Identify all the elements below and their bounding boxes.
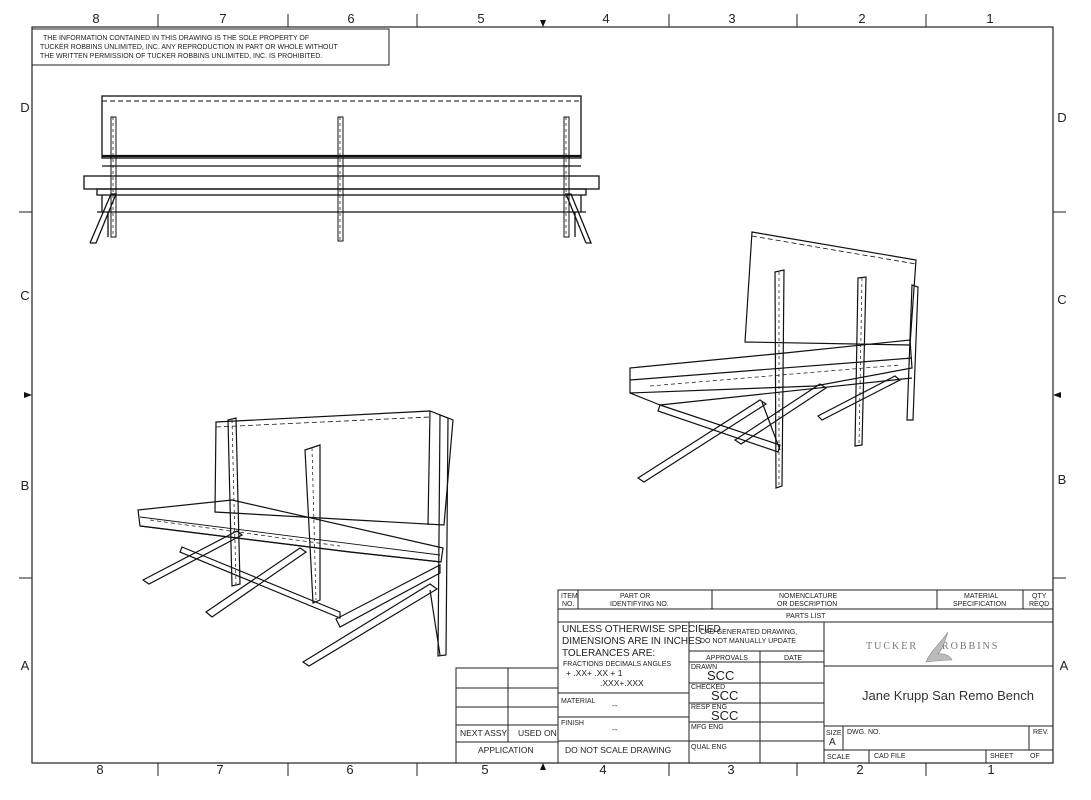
zone-row-c-right: C: [1057, 292, 1066, 307]
tolerance-headers: FRACTIONS DECIMALS ANGLES: [563, 661, 671, 668]
finish-value: --: [612, 724, 618, 734]
zone-col-6-bottom: 6: [346, 762, 353, 777]
drawing-title: Jane Krupp San Remo Bench: [862, 688, 1034, 703]
size-value: A: [829, 737, 836, 748]
logo-text-left: TUCKER: [866, 641, 918, 652]
parts-qty: QTY: [1032, 593, 1047, 600]
zone-col-8-bottom: 8: [96, 762, 103, 777]
of-label: OF: [1030, 753, 1040, 760]
drawn-label: DRAWN: [691, 664, 717, 671]
parts-part-or: PART OR: [620, 593, 650, 600]
drawn-value: SCC: [707, 668, 734, 683]
notice-line-3: THE WRITTEN PERMISSION OF TUCKER ROBBINS…: [40, 53, 322, 60]
bench-iso-view-left: [137, 410, 454, 667]
tolerance-values-2: .XXX+.XXX: [600, 678, 644, 688]
sheet-label: SHEET: [990, 753, 1014, 760]
parts-list-title: PARTS LIST: [786, 613, 826, 620]
tolerance-line-3: TOLERANCES ARE:: [562, 648, 655, 659]
zone-ticks: [19, 14, 1066, 776]
mfg-eng-label: MFG ENG: [691, 724, 724, 731]
material-value: --: [612, 700, 618, 710]
proprietary-notice: THE INFORMATION CONTAINED IN THIS DRAWIN…: [31, 28, 390, 66]
bench-iso-view-right: [629, 231, 919, 489]
zone-row-d-left: D: [20, 100, 29, 115]
tolerance-line-2: DIMENSIONS ARE IN INCHES: [562, 636, 702, 647]
cad-note-1: CAD GENERATED DRAWING,: [700, 629, 797, 636]
zone-col-3-bottom: 3: [727, 762, 734, 777]
logo-text-right: ROBBINS: [942, 641, 999, 652]
zone-row-d-right: D: [1057, 110, 1066, 125]
material-label: MATERIAL: [561, 698, 596, 705]
zone-col-7-bottom: 7: [216, 762, 223, 777]
zone-col-2-bottom: 2: [856, 762, 863, 777]
title-block-grid: [557, 621, 1054, 764]
cad-note-2: DO NOT MANUALLY UPDATE: [700, 638, 796, 645]
zone-col-3-top: 3: [728, 11, 735, 26]
tolerance-line-1: UNLESS OTHERWISE SPECIFIED: [562, 624, 721, 635]
parts-or-description: OR DESCRIPTION: [777, 601, 837, 608]
cad-file-label: CAD FILE: [874, 753, 906, 760]
qual-eng-label: QUAL ENG: [691, 744, 727, 751]
company-logo: TUCKER ROBBINS: [866, 631, 999, 663]
size-label: SIZE: [826, 730, 842, 737]
zone-col-5-top: 5: [477, 11, 484, 26]
rev-label: REV.: [1033, 729, 1049, 736]
checked-label: CHECKED: [691, 684, 725, 691]
application-label: APPLICATION: [478, 745, 534, 755]
tolerance-values: + .XX+ .XX + 1: [566, 668, 623, 678]
parts-no-label: NO.: [562, 601, 575, 608]
bench-front-view: [83, 95, 600, 244]
zone-col-4-top: 4: [602, 11, 609, 26]
resp-eng-label: RESP ENG: [691, 704, 727, 711]
zone-col-7-top: 7: [219, 11, 226, 26]
zone-col-6-top: 6: [347, 11, 354, 26]
parts-specification: SPECIFICATION: [953, 601, 1006, 608]
zone-row-a-right: A: [1060, 658, 1069, 673]
approvals-label: APPROVALS: [706, 655, 748, 662]
used-on-label: USED ON: [518, 728, 557, 738]
dwg-no-label: DWG. NO.: [847, 729, 880, 736]
zone-labels-top: 8 7 6 5 4 3 2 1: [92, 11, 993, 26]
date-label: DATE: [784, 655, 802, 662]
notice-line-2: TUCKER ROBBINS UNLIMITED, INC. ANY REPRO…: [40, 44, 339, 51]
zone-col-1-bottom: 1: [987, 762, 994, 777]
resp-eng-value: SCC: [711, 708, 738, 723]
zone-labels-left: D C B A: [20, 100, 29, 673]
zone-row-b-left: B: [21, 478, 30, 493]
zone-row-a-left: A: [21, 658, 30, 673]
finish-label: FINISH: [561, 720, 584, 727]
checked-value: SCC: [711, 688, 738, 703]
parts-identifying-no: IDENTIFYING NO.: [610, 601, 669, 608]
parts-reqd: REQD: [1029, 601, 1049, 608]
zone-labels-bottom: 8 7 6 5 4 3 2 1: [96, 762, 994, 777]
do-not-scale-label: DO NOT SCALE DRAWING: [565, 745, 671, 755]
scale-label: SCALE: [827, 754, 850, 761]
zone-col-4-bottom: 4: [599, 762, 606, 777]
parts-nomenclature: NOMENCLATURE: [779, 593, 838, 600]
next-assy-label: NEXT ASSY: [460, 728, 507, 738]
zone-labels-right: D C B A: [1057, 110, 1068, 673]
parts-item-label: ITEM: [561, 593, 578, 600]
zone-col-1-top: 1: [986, 11, 993, 26]
notice-line-1: THE INFORMATION CONTAINED IN THIS DRAWIN…: [43, 35, 309, 42]
center-arrows: [24, 20, 1061, 770]
zone-col-8-top: 8: [92, 11, 99, 26]
zone-row-b-right: B: [1058, 472, 1067, 487]
zone-col-5-bottom: 5: [481, 762, 488, 777]
zone-col-2-top: 2: [858, 11, 865, 26]
outer-border: [31, 26, 1054, 764]
zone-row-c-left: C: [20, 288, 29, 303]
bird-emblem-icon: [925, 631, 953, 663]
parts-material: MATERIAL: [964, 593, 999, 600]
